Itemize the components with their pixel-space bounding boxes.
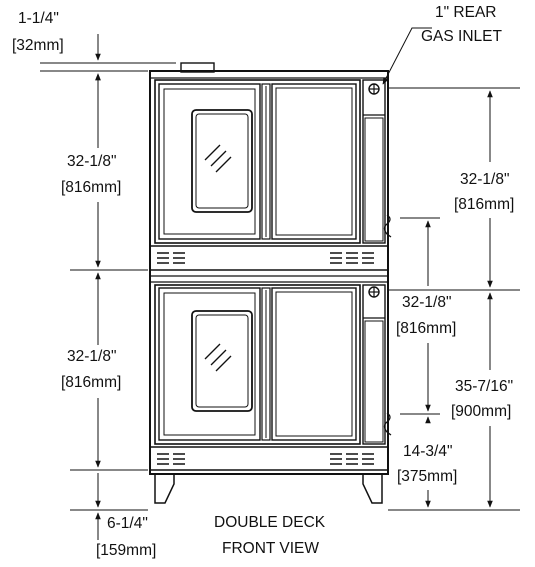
oven-legs	[154, 474, 383, 504]
lower-louvre-band	[150, 446, 388, 471]
gas-inlet-label-line2: GAS INLET	[421, 28, 502, 45]
upper-deck	[154, 79, 392, 244]
upper-deck-right-metric: [816mm]	[454, 196, 514, 213]
gas-inlet-label-line1: 1" REAR	[435, 4, 497, 21]
upper-deck-right-imperial: 32-1/8"	[460, 171, 509, 188]
inlet-height-metric: [900mm]	[451, 403, 511, 420]
dimension-labels: 1-1/4" [32mm] 1" REAR GAS INLET 32-1/8" …	[12, 4, 514, 559]
vent-lower-left	[157, 453, 185, 465]
lower-door-handle	[261, 287, 271, 441]
left-dimension-lines	[40, 34, 176, 540]
cabinet-outline	[149, 70, 389, 475]
lower-deck-left-metric: [816mm]	[61, 374, 121, 391]
lower-left-door	[158, 287, 261, 441]
upper-door-window	[191, 109, 253, 213]
right-leg	[362, 474, 383, 504]
top-clearance-metric: [32mm]	[12, 37, 64, 54]
left-leg	[154, 474, 175, 504]
right-dimension-lines	[382, 27, 520, 511]
gas-inlet-leader	[382, 27, 432, 85]
inlet-height-imperial: 35-7/16"	[455, 378, 513, 395]
upper-deck-left-imperial: 32-1/8"	[67, 153, 116, 170]
upper-right-door	[271, 83, 357, 240]
vent-lower-right	[330, 453, 374, 465]
upper-deck-left-metric: [816mm]	[61, 179, 121, 196]
lower-connection-metric: [375mm]	[397, 468, 457, 485]
middle-right-metric: [816mm]	[396, 320, 456, 337]
caption-line1: DOUBLE DECK	[214, 514, 326, 531]
upper-door-frame	[154, 79, 361, 244]
lower-deck	[154, 284, 392, 445]
upper-side-connector	[383, 214, 392, 238]
upper-door-handle	[261, 83, 271, 240]
lower-right-door	[271, 287, 357, 441]
lower-door-window	[191, 310, 253, 412]
louvre-vents	[157, 252, 374, 465]
lower-door-frame	[154, 284, 361, 445]
middle-right-imperial: 32-1/8"	[402, 294, 451, 311]
oven-body	[149, 62, 392, 504]
lower-deck-left-imperial: 32-1/8"	[67, 348, 116, 365]
upper-left-door	[158, 83, 261, 240]
leg-height-imperial: 6-1/4"	[107, 515, 148, 532]
upper-louvre-band	[150, 245, 388, 283]
caption-line2: FRONT VIEW	[222, 540, 319, 557]
vent-upper-left	[157, 252, 185, 264]
top-clearance-imperial: 1-1/4"	[18, 10, 59, 27]
upper-control-panel	[362, 79, 386, 244]
lower-side-connector	[383, 412, 392, 436]
leg-height-metric: [159mm]	[96, 542, 156, 559]
vent-upper-right	[330, 252, 374, 264]
lower-connection-imperial: 14-3/4"	[403, 443, 452, 460]
lower-control-panel	[362, 284, 386, 445]
